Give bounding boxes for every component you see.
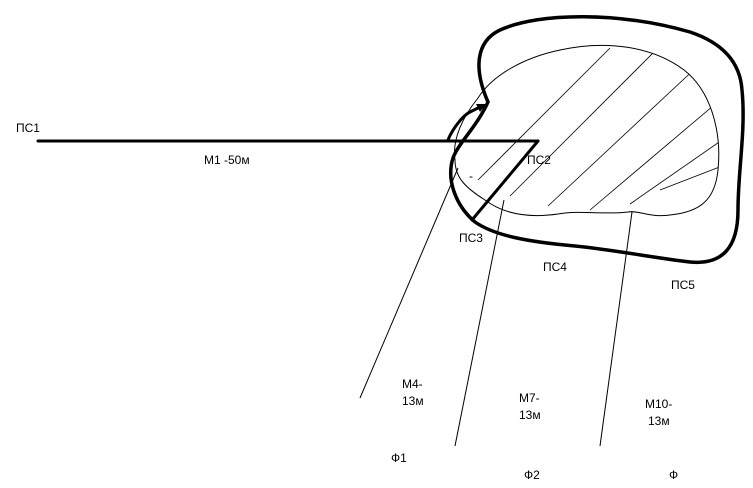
label-f1: Ф1 [391, 451, 407, 465]
outer-contour [449, 15, 745, 265]
label-m10-line2: 13м [648, 414, 670, 428]
label-m1: М1 -50м [204, 153, 250, 167]
route-m10-line [599, 211, 633, 447]
label-m10-line1: М10- [645, 397, 672, 411]
route-m4-line [359, 167, 459, 399]
label-m4-line1: М4- [402, 377, 423, 391]
inner-contour [453, 44, 720, 217]
label-f2: Ф2 [524, 468, 540, 482]
route-ps2-ps3-line [470, 139, 540, 222]
route-m7-line [454, 199, 505, 447]
label-m4-line2: 13м [402, 394, 424, 408]
hatch-lines [477, 45, 719, 211]
label-ps5: ПС5 [671, 278, 695, 292]
label-ps4: ПС4 [543, 260, 567, 274]
label-ps2: ПС2 [527, 153, 551, 167]
label-m7-line1: М7- [519, 391, 540, 405]
label-ps3: ПС3 [459, 231, 483, 245]
hatched-area [477, 45, 719, 211]
arrow-icon [476, 104, 486, 112]
label-f3: Ф [669, 468, 678, 482]
label-ps1: ПС1 [16, 121, 40, 135]
label-m7-line2: 13м [519, 408, 541, 422]
label-small-mark: - [469, 169, 473, 183]
